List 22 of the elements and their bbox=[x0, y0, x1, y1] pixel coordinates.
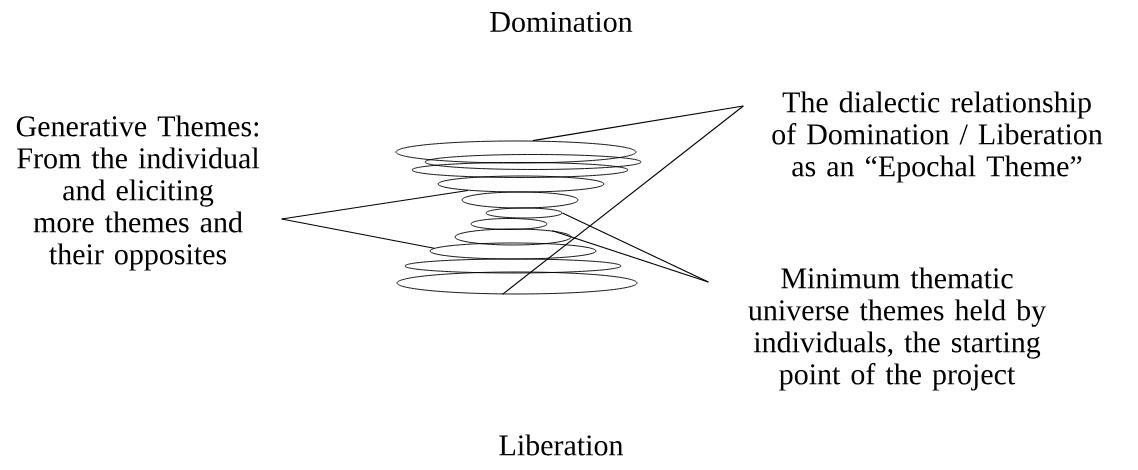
leader-line bbox=[281, 189, 469, 220]
spiral-ring bbox=[411, 162, 629, 178]
spiral-ring bbox=[454, 228, 572, 246]
spiral-ring bbox=[470, 218, 548, 230]
leader-line bbox=[551, 230, 709, 283]
spiral-ring bbox=[404, 258, 622, 274]
axis-label: Liberation bbox=[499, 434, 624, 456]
spiral-ring bbox=[396, 271, 638, 295]
leader-line bbox=[532, 105, 744, 142]
spiral-ring bbox=[424, 154, 642, 170]
callout-text: Minimum thematic universe themes held by individuals, the starting point of the project bbox=[748, 267, 1046, 391]
callout-text: Generative Themes: From the individual and eliciting more themes and their opposites bbox=[16, 115, 260, 271]
leader-line bbox=[501, 105, 744, 295]
spiral-ring bbox=[485, 207, 563, 219]
spiral-ring bbox=[395, 140, 637, 164]
axis-label: Domination bbox=[490, 11, 633, 33]
spiral-ring bbox=[461, 191, 579, 209]
callout-text: The dialectic relationship of Domination / Liberation as an “Epochal Theme” bbox=[772, 91, 1103, 183]
leader-line bbox=[281, 218, 435, 249]
leader-line bbox=[561, 212, 709, 283]
spiral-ring bbox=[437, 175, 605, 193]
spiral-ring bbox=[429, 242, 597, 260]
